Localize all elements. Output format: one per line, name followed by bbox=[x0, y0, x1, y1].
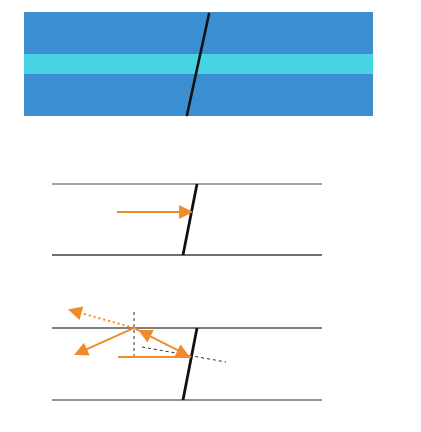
path-arrow-segment-2 bbox=[174, 344, 190, 357]
path-arrow-segment-1 bbox=[138, 330, 154, 343]
internal-reflected-ray bbox=[74, 327, 135, 356]
angled-cut-line-lower bbox=[181, 327, 199, 401]
ray-straight-panel bbox=[52, 183, 322, 256]
fiber-band-panel bbox=[24, 12, 373, 117]
ray-reflection-panel bbox=[52, 306, 322, 401]
fiber-cut-line bbox=[185, 12, 211, 117]
angled-cut-line bbox=[181, 183, 199, 256]
escaping-ray-dotted bbox=[67, 306, 135, 329]
fiber-cladding-bottom bbox=[24, 74, 373, 116]
fiber-cladding-top bbox=[24, 12, 373, 54]
